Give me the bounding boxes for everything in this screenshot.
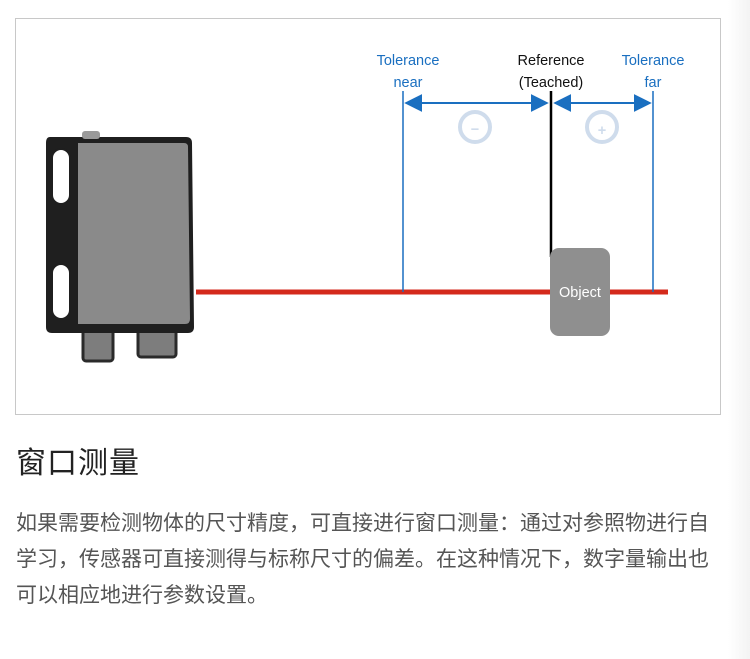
tolerance-far-label-line1: Tolerance	[622, 53, 685, 69]
plus-symbol: +	[598, 123, 606, 139]
reference-label-line2: (Teached)	[519, 75, 583, 91]
tolerance-near-label-line1: Tolerance	[377, 53, 440, 69]
tolerance-far-label-line2: far	[645, 75, 662, 91]
section-title: 窗口测量	[16, 446, 140, 481]
sensor-icon	[46, 131, 194, 363]
window-measurement-diagram: − + Object Tolerance near Reference (Tea…	[15, 18, 721, 415]
object-label: Object	[559, 285, 601, 301]
minus-symbol: −	[471, 122, 479, 138]
plus-icon: +	[585, 110, 619, 144]
object-box: Object	[550, 248, 610, 336]
reference-label-line1: Reference	[518, 53, 585, 69]
minus-icon: −	[458, 110, 492, 144]
section-description: 如果需要检测物体的尺寸精度，可直接进行窗口测量：通过对参照物进行自学习，传感器可…	[16, 511, 709, 607]
tolerance-near-label-line2: near	[393, 75, 422, 91]
page-edge-shadow	[728, 0, 750, 659]
